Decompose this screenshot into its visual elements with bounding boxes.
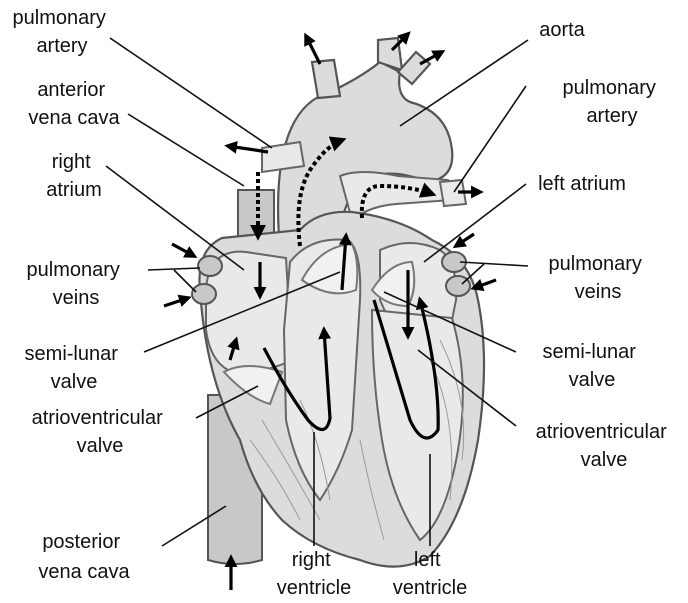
label-aorta: aorta [539,19,585,41]
label-pulmonary-artery-right: pulmonary artery [563,77,662,127]
label-semi-lunar-valve-left: semi-lunar valve [25,343,124,393]
leader-pulmonary-artery-left [110,38,272,148]
pulmonary-vein-left-2 [192,284,216,304]
leader-pulmonary-veins-right-a [460,262,528,266]
leader-pulmonary-veins-left-b [174,270,196,292]
label-semi-lunar-valve-right: semi-lunar valve [543,341,642,391]
flow-arrow-pulm-vein-left-1 [172,244,194,256]
pulmonary-artery-left-vessel [262,142,304,172]
label-atrioventricular-valve-left: atrioventricular valve [32,407,169,457]
label-right-atrium: right atrium [46,151,102,201]
label-left-atrium: left atrium [538,173,626,195]
heart-body [192,38,484,567]
flow-arrow-pulm-vein-left-2 [164,298,188,306]
flow-arrow-aorta-branch-1 [306,36,320,64]
leader-aorta [400,40,528,126]
aorta-branch-3 [398,52,430,84]
flow-arrow-pulm-vein-right-2 [474,280,496,288]
label-pulmonary-artery-left: pulmonary artery [13,7,112,57]
leader-anterior-vena-cava [128,114,244,186]
aorta-branch-1 [312,60,340,98]
leader-pulmonary-veins-left-a [148,268,200,270]
leader-right-atrium [106,166,244,270]
label-right-ventricle: right ventricle [277,549,351,599]
leader-pulmonary-artery-right [454,86,526,192]
label-pulmonary-veins-left: pulmonary veins [27,259,126,309]
pulmonary-vein-left-1 [198,256,222,276]
label-posterior-vena-cava: posterior vena cava [38,531,130,583]
label-anterior-vena-cava: anterior vena cava [28,79,120,129]
label-pulmonary-veins-right: pulmonary veins [549,253,648,303]
label-atrioventricular-valve-right: atrioventricular valve [536,421,673,471]
